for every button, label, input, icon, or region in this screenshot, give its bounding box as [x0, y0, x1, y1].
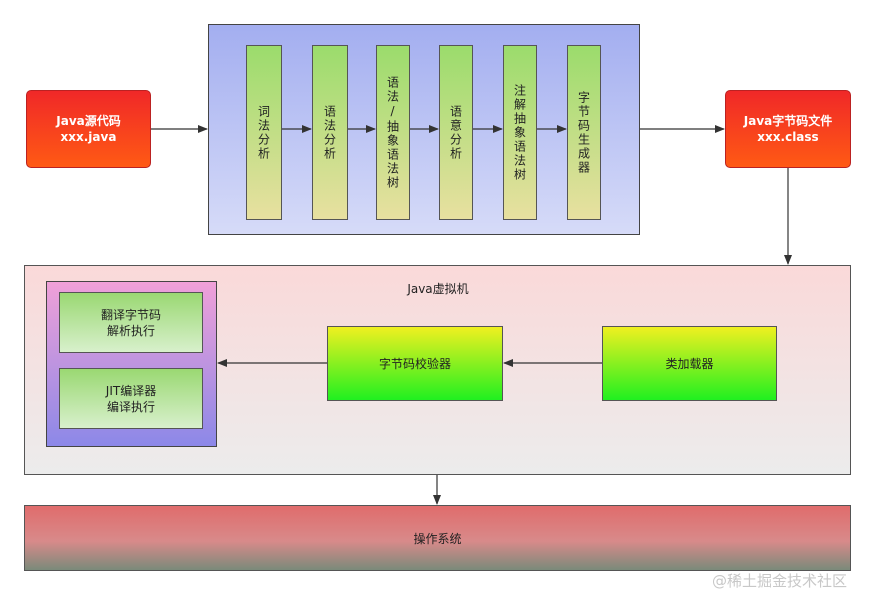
interpreter-line1: 翻译字节码: [100, 307, 161, 322]
stage-label: 语法分析: [322, 104, 337, 161]
compiler-stage-bytecode-generator: 字节码生成器: [567, 45, 601, 220]
compiler-stage-annotated-ast: 注解抽象语法树: [503, 45, 537, 220]
compiler-stage-ast: 语法/抽象语法树: [376, 45, 410, 220]
stage-label: 注解抽象语法树: [512, 83, 527, 182]
stage-label: 词法分析: [256, 104, 271, 161]
compiler-stage-syntax: 语法分析: [312, 45, 348, 220]
class-file-name: xxx.class: [757, 130, 819, 144]
stage-label: 语法/抽象语法树: [385, 75, 400, 190]
class-file-node: Java字节码文件 xxx.class: [725, 90, 851, 168]
class-file-title: Java字节码文件: [743, 114, 833, 128]
source-file-node: Java源代码 xxx.java: [26, 90, 151, 168]
interpreter-line2: 解析执行: [106, 323, 155, 338]
os-label: 操作系统: [413, 531, 462, 546]
compiler-stage-semantic: 语意分析: [439, 45, 473, 220]
stage-label: 字节码生成器: [576, 90, 591, 175]
stage-label: 语意分析: [448, 104, 463, 161]
jit-line2: 编译执行: [106, 399, 155, 414]
class-loader-label: 类加载器: [665, 357, 714, 371]
source-file-title: Java源代码: [56, 114, 121, 128]
watermark: @稀土掘金技术社区: [712, 572, 848, 590]
jvm-title: Java虚拟机: [407, 282, 469, 296]
bytecode-verifier-box: 字节码校验器: [327, 326, 503, 401]
verifier-label: 字节码校验器: [378, 357, 451, 371]
class-loader-box: 类加载器: [602, 326, 777, 401]
jit-compiler-box: JIT编译器 编译执行: [59, 368, 203, 429]
source-file-name: xxx.java: [60, 130, 117, 144]
compiler-stage-lexical: 词法分析: [246, 45, 282, 220]
jit-line1: JIT编译器: [105, 383, 157, 398]
interpreter-box: 翻译字节码 解析执行: [59, 292, 203, 353]
operating-system-bar: 操作系统: [24, 505, 851, 571]
